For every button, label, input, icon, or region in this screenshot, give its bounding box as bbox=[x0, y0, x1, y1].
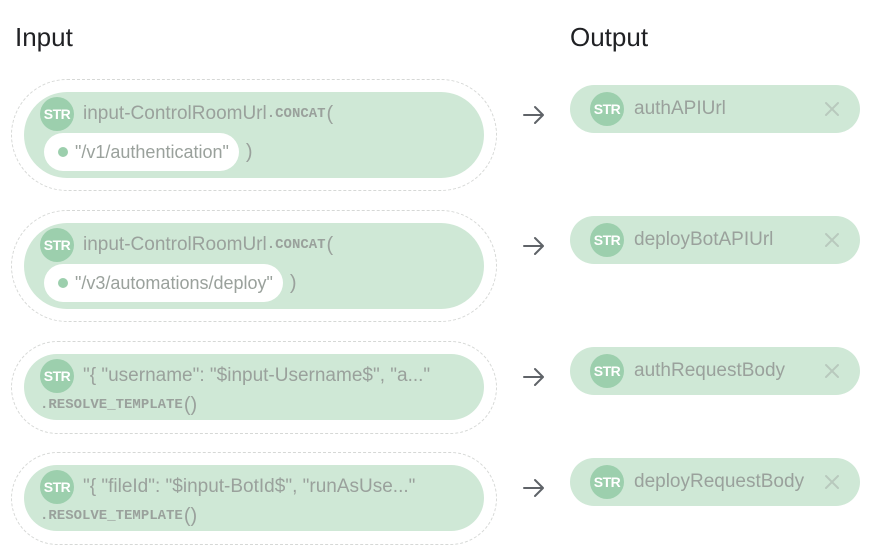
input-expression-container[interactable] bbox=[11, 452, 497, 545]
variable-name[interactable]: input-ControlRoomUrl bbox=[83, 234, 267, 255]
input-expression-container[interactable] bbox=[11, 210, 497, 322]
function-name: .CONCAT bbox=[266, 106, 326, 122]
template-value[interactable]: "{ "fileId": "$input-BotId$", "runAsUse.… bbox=[83, 476, 416, 497]
close-icon[interactable] bbox=[822, 230, 842, 250]
empty-parens: () bbox=[183, 504, 198, 527]
close-paren: ) bbox=[289, 271, 297, 294]
argument-chip[interactable]: "/v3/automations/deploy" bbox=[44, 264, 283, 302]
template-value[interactable]: "{ "username": "$input-Username$", "a...… bbox=[83, 365, 431, 386]
output-variable-name: authAPIUrl bbox=[634, 98, 726, 119]
arrow-right-icon bbox=[523, 237, 544, 255]
concat-expression[interactable]: STR input-ControlRoomUrl .CONCAT ( "/v3/… bbox=[24, 223, 484, 309]
string-type-badge: STR bbox=[590, 465, 624, 499]
open-paren: ( bbox=[326, 233, 334, 256]
string-type-badge: STR bbox=[40, 359, 74, 393]
string-type-badge: STR bbox=[590, 223, 624, 257]
output-variable-name: deployBotAPIUrl bbox=[634, 229, 774, 250]
close-icon[interactable] bbox=[822, 99, 842, 119]
input-expression-container[interactable] bbox=[11, 79, 497, 191]
input-expression-container[interactable] bbox=[11, 341, 497, 434]
argument-value: "/v3/automations/deploy" bbox=[75, 272, 273, 293]
close-icon[interactable] bbox=[822, 472, 842, 492]
arrow-right-icon bbox=[523, 106, 544, 124]
empty-parens: () bbox=[183, 393, 198, 416]
template-expression[interactable]: STR "{ "username": "$input-Username$", "… bbox=[24, 354, 484, 420]
variable-name[interactable]: input-ControlRoomUrl bbox=[83, 103, 267, 124]
close-icon[interactable] bbox=[822, 361, 842, 381]
output-variable-chip[interactable]: STR deployBotAPIUrl bbox=[570, 216, 860, 264]
output-variable-chip[interactable]: STR authRequestBody bbox=[570, 347, 860, 395]
string-type-badge: STR bbox=[40, 228, 74, 262]
close-paren: ) bbox=[245, 140, 253, 163]
string-type-badge: STR bbox=[590, 92, 624, 126]
arrow-right-icon bbox=[523, 479, 544, 497]
arrow-right-icon bbox=[523, 368, 544, 386]
template-expression[interactable]: STR "{ "fileId": "$input-BotId$", "runAs… bbox=[24, 465, 484, 531]
argument-chip[interactable]: "/v1/authentication" bbox=[44, 133, 239, 171]
output-heading: Output bbox=[570, 22, 649, 52]
string-type-badge: STR bbox=[40, 97, 74, 131]
function-name: .RESOLVE_TEMPLATE bbox=[40, 397, 183, 413]
argument-dot-icon bbox=[58, 278, 68, 288]
argument-dot-icon bbox=[58, 147, 68, 157]
string-type-badge: STR bbox=[40, 470, 74, 504]
output-variable-name: authRequestBody bbox=[634, 360, 786, 381]
function-name: .RESOLVE_TEMPLATE bbox=[40, 508, 183, 524]
output-variable-chip[interactable]: STR deployRequestBody bbox=[570, 458, 860, 506]
argument-value: "/v1/authentication" bbox=[75, 141, 229, 162]
input-heading: Input bbox=[15, 22, 73, 52]
concat-expression[interactable]: STR input-ControlRoomUrl .CONCAT ( "/v1/… bbox=[24, 92, 484, 178]
function-name: .CONCAT bbox=[266, 237, 326, 253]
output-variable-name: deployRequestBody bbox=[634, 471, 805, 492]
output-variable-chip[interactable]: STR authAPIUrl bbox=[570, 85, 860, 133]
string-type-badge: STR bbox=[590, 354, 624, 388]
open-paren: ( bbox=[326, 102, 334, 125]
